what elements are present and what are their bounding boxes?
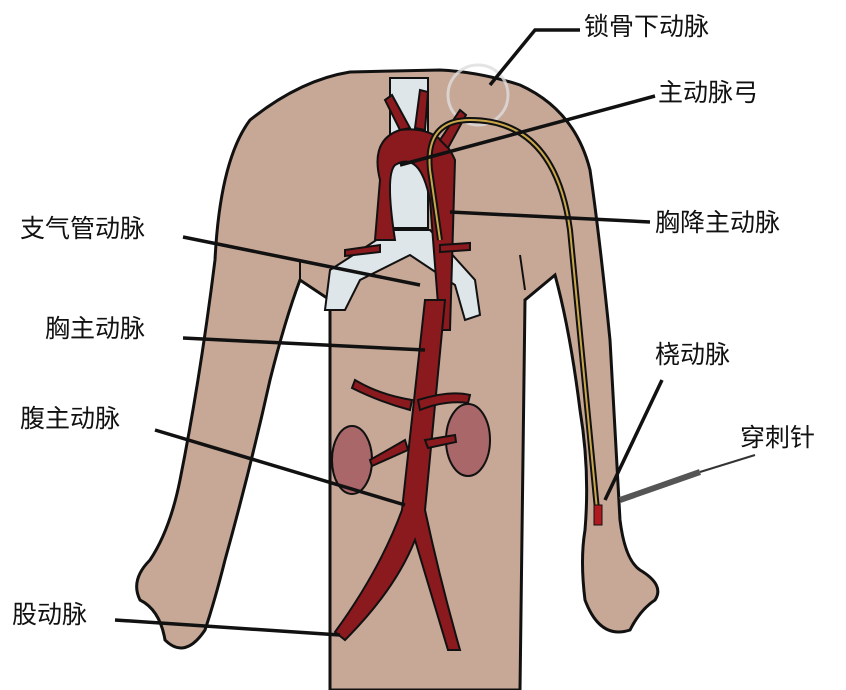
puncture-needle-graphic: [619, 454, 756, 503]
label-femoral-artery: 股动脉: [12, 600, 88, 629]
label-bronchial-artery: 支气管动脉: [20, 214, 146, 243]
watermark-seal: [446, 63, 510, 127]
arterial-tree: [333, 88, 472, 651]
label-abdominal-aorta: 腹主动脉: [20, 404, 121, 433]
label-aortic-arch: 主动脉弓: [658, 78, 759, 107]
descending-aorta: [333, 299, 462, 651]
body-silhouette: [135, 68, 660, 690]
label-radial-artery: 桡动脉: [655, 340, 731, 369]
aortic-arch-shape: [373, 128, 457, 331]
label-descending-thoracic-aorta: 胸降主动脉: [655, 208, 781, 237]
label-thoracic-aorta: 胸主动脉: [45, 314, 146, 343]
leader-lines: [114, 28, 664, 637]
label-puncture-needle: 穿刺针: [740, 423, 816, 452]
label-subclavian-artery: 锁骨下动脉: [584, 12, 710, 41]
